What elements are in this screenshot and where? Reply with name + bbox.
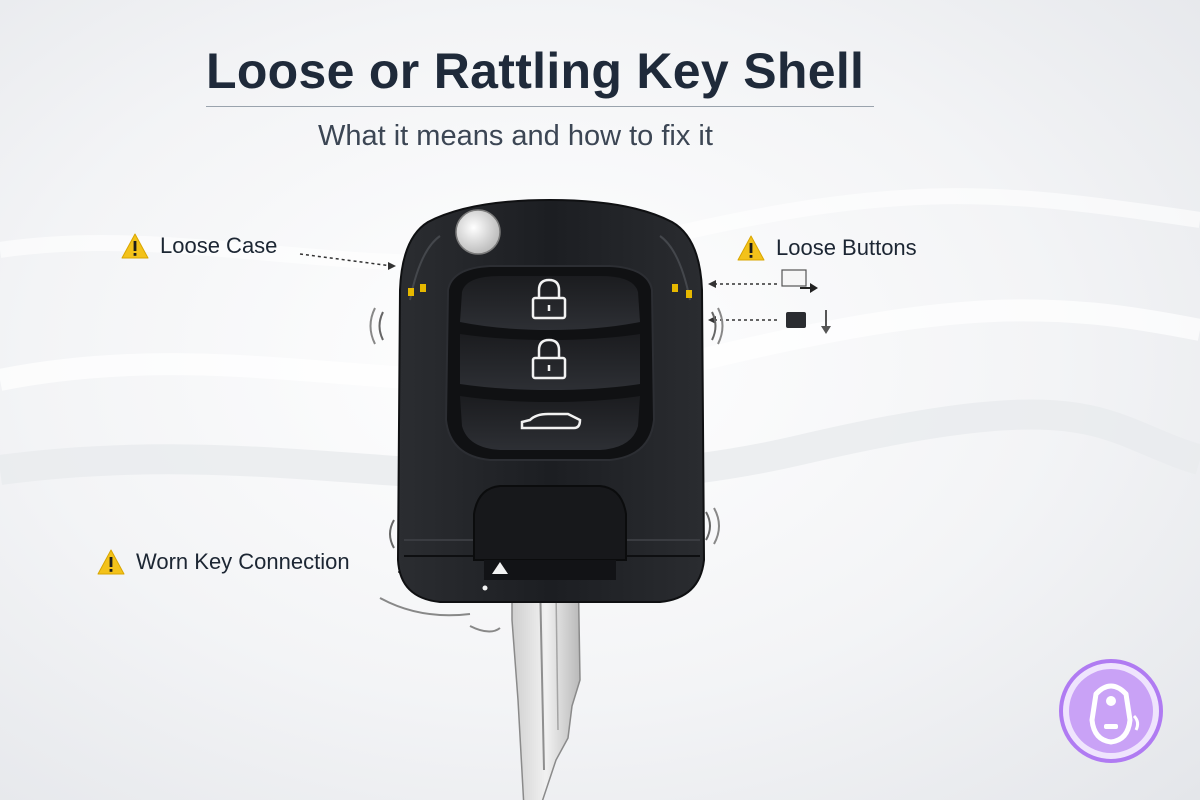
callout-worn-key-connection: Worn Key Connection (96, 548, 350, 576)
callout-loose-buttons: Loose Buttons (736, 234, 917, 262)
trunk-button (460, 396, 640, 450)
warning-icon (97, 549, 125, 575)
lock-button (460, 276, 640, 330)
unlock-button (460, 334, 640, 390)
page-title: Loose or Rattling Key Shell (206, 43, 865, 99)
callout-label: Loose Case (160, 233, 278, 258)
trunk-icon (520, 412, 582, 430)
key-fob-logo-icon (1059, 659, 1163, 763)
callout-label: Loose Buttons (776, 235, 917, 260)
callout-label: Worn Key Connection (136, 549, 350, 574)
unlock-icon (531, 338, 567, 380)
callout-loose-case: Loose Case (120, 232, 277, 260)
warning-icon (121, 233, 149, 259)
release-button (455, 209, 501, 255)
lock-icon (531, 278, 567, 320)
title-underline (206, 106, 874, 107)
warning-icon (737, 235, 765, 261)
page-subtitle: What it means and how to fix it (318, 120, 713, 152)
